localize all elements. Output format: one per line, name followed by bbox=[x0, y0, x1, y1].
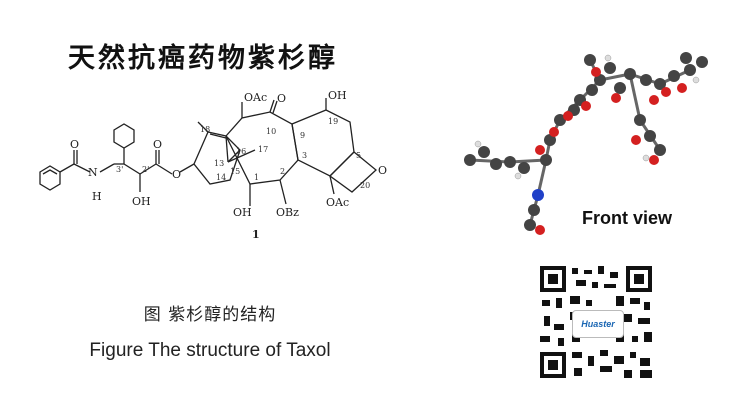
label-nh: N bbox=[88, 166, 98, 179]
taxol-3d-model bbox=[464, 52, 708, 235]
label-c1: 1 bbox=[254, 173, 259, 182]
label-c5: 5 bbox=[356, 151, 361, 160]
front-view-label: Front view bbox=[582, 208, 673, 228]
label-c2: 2 bbox=[280, 167, 285, 176]
qr-center-logo: Huaster bbox=[572, 310, 624, 338]
label-c3-prime: 3' bbox=[116, 165, 123, 174]
label-o-top: O bbox=[277, 92, 286, 105]
label-c18: 18 bbox=[200, 125, 210, 134]
label-c10: 10 bbox=[266, 127, 276, 136]
label-c20: 20 bbox=[360, 181, 370, 190]
label-c9: 9 bbox=[300, 131, 305, 140]
caption-english: Figure The structure of Taxol bbox=[89, 340, 331, 361]
label-obz: OBz bbox=[276, 206, 299, 219]
label-c17: 17 bbox=[258, 145, 268, 154]
qr-code[interactable] bbox=[540, 266, 652, 378]
label-compound-number: 1 bbox=[252, 228, 260, 241]
label-o-amide: O bbox=[70, 138, 79, 151]
label-c3: 3 bbox=[302, 151, 307, 160]
label-oh-bottom: OH bbox=[233, 206, 252, 219]
label-h: H bbox=[92, 190, 102, 203]
label-c2-prime: 2' bbox=[142, 165, 149, 174]
taxol-structure-diagram bbox=[39, 98, 377, 206]
label-o-link: O bbox=[172, 168, 181, 181]
label-oh-top: OH bbox=[328, 89, 347, 102]
label-oh-side: OH bbox=[132, 195, 151, 208]
structure-labels: OAc O OH N H O O O OH OH OBz OAc O 1 10 … bbox=[70, 89, 387, 241]
label-c14: 14 bbox=[216, 173, 226, 182]
oxetane-ring bbox=[329, 151, 377, 193]
label-oac-bottom: OAc bbox=[326, 196, 349, 209]
label-c16: 16 bbox=[236, 147, 246, 156]
side-phenyl-ring bbox=[113, 123, 135, 149]
label-o-ester: O bbox=[153, 138, 162, 151]
label-o-ring: O bbox=[378, 164, 387, 177]
caption-chinese: 图 紫杉醇的结构 bbox=[143, 305, 277, 325]
page-title: 天然抗癌药物紫杉醇 bbox=[68, 43, 338, 74]
label-c15: 15 bbox=[230, 167, 240, 176]
benzamide-ring bbox=[39, 165, 61, 191]
label-c13: 13 bbox=[214, 159, 224, 168]
label-oac-top: OAc bbox=[244, 91, 267, 104]
label-c19: 19 bbox=[328, 117, 338, 126]
